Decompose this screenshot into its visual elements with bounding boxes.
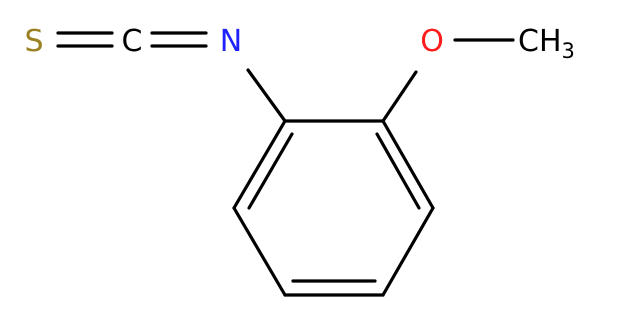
bond-o-ring — [381, 70, 418, 123]
methyl-subscript: 3 — [562, 39, 575, 63]
bond-n-ring — [246, 68, 287, 123]
atom-nitrogen: N — [220, 24, 242, 59]
ring-bond-upper-left — [232, 119, 287, 210]
atom-oxygen: O — [420, 24, 444, 59]
methyl-ch: CH — [518, 24, 562, 59]
atom-labels: S C N O CH3 — [24, 24, 574, 63]
bonds — [56, 31, 515, 297]
atom-sulfur: S — [24, 24, 43, 59]
ring-inner-left — [247, 132, 294, 210]
ring-bond-lower-left — [232, 206, 287, 297]
ring-inner-right — [375, 132, 421, 210]
ring-bond-upper-right — [381, 119, 435, 210]
atom-carbon-isothiocyanate: C — [122, 24, 143, 59]
atom-methyl: CH3 — [518, 24, 575, 63]
ring-bond-lower-right — [381, 206, 435, 297]
